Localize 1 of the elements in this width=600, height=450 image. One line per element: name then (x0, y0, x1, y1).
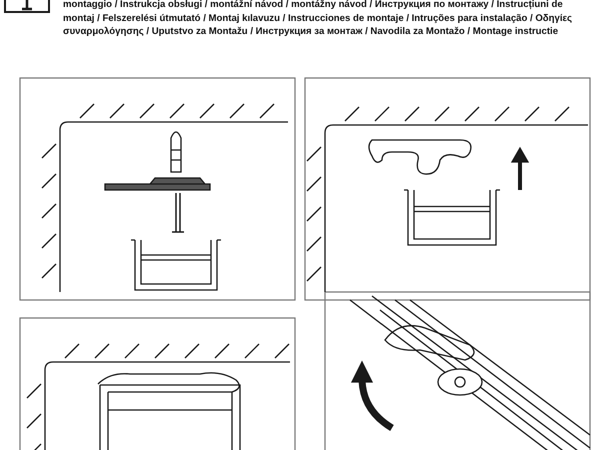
instruction-heading: montaggio / Instrukcja obsługi / montážní návod / montážny návod / Инструкция по монтажу / Instrucțiuni de montaj / Felszerelési útmutató / Montaj kılavuzu / Instrucciones de montaje / Intruções para instalação / Οδηγίες συναρμολόγησης / Uputstvo za Montažu / Инструкция за монтаж / Navodila za Montažo / Montage instructie (63, 0, 574, 38)
